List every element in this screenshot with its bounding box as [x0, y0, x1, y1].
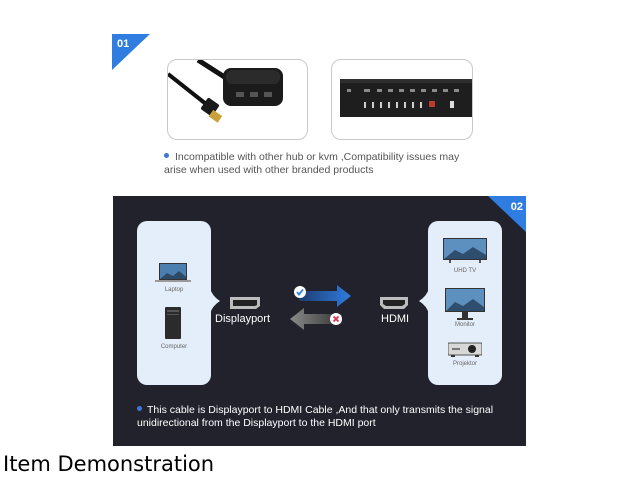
callout-pointer-icon: [210, 288, 220, 314]
product-image-hdmi-hub: [167, 59, 308, 140]
hdmi-connector-icon: [380, 297, 408, 309]
product-image-kvm-switch: [331, 59, 473, 140]
tv-icon: [443, 238, 487, 263]
source-port-label: Displayport: [215, 313, 271, 325]
badge-number: 02: [510, 201, 523, 213]
badge-triangle-icon: [488, 196, 526, 232]
callout-pointer-icon: [419, 288, 429, 314]
source-device-label: Laptop: [164, 287, 184, 293]
signal-direction-panel: 02 Laptop Computer Displayport: [113, 196, 526, 446]
compatibility-note-text: Incompatible with other hub or kvm ,Comp…: [164, 151, 460, 176]
bullet-icon: [164, 153, 169, 158]
cross-icon: [330, 313, 342, 325]
laptop-icon: [155, 263, 191, 282]
computer-tower-icon: [165, 307, 181, 339]
compatibility-note: Incompatible with other hub or kvm ,Comp…: [164, 151, 484, 177]
projector-icon: [448, 342, 482, 357]
target-device-label: Projektor: [452, 361, 477, 367]
badge-number: 01: [117, 38, 130, 50]
section-badge-02: 02: [488, 196, 526, 232]
direction-note-text: This cable is Displayport to HDMI Cable …: [137, 404, 494, 429]
monitor-icon: [445, 288, 485, 320]
source-device-label: Computer: [160, 344, 188, 350]
target-device-label: Monitor: [454, 322, 475, 328]
target-devices-box: UHD TV Monitor Projektor: [428, 221, 502, 385]
forward-arrow-icon: [299, 285, 351, 307]
displayport-connector-icon: [230, 297, 260, 309]
section-badge-01: 01: [112, 34, 150, 70]
badge-triangle-icon: [112, 34, 150, 70]
item-caption: Item Demonstration: [3, 452, 215, 476]
direction-note: This cable is Displayport to HDMI Cable …: [137, 404, 517, 430]
target-port-label: HDMI: [381, 313, 410, 325]
check-icon: [294, 286, 306, 298]
bullet-icon: [137, 406, 142, 411]
target-device-label: UHD TV: [453, 268, 477, 274]
source-devices-box: Laptop Computer: [137, 221, 211, 385]
reverse-arrow-icon: [290, 308, 342, 330]
